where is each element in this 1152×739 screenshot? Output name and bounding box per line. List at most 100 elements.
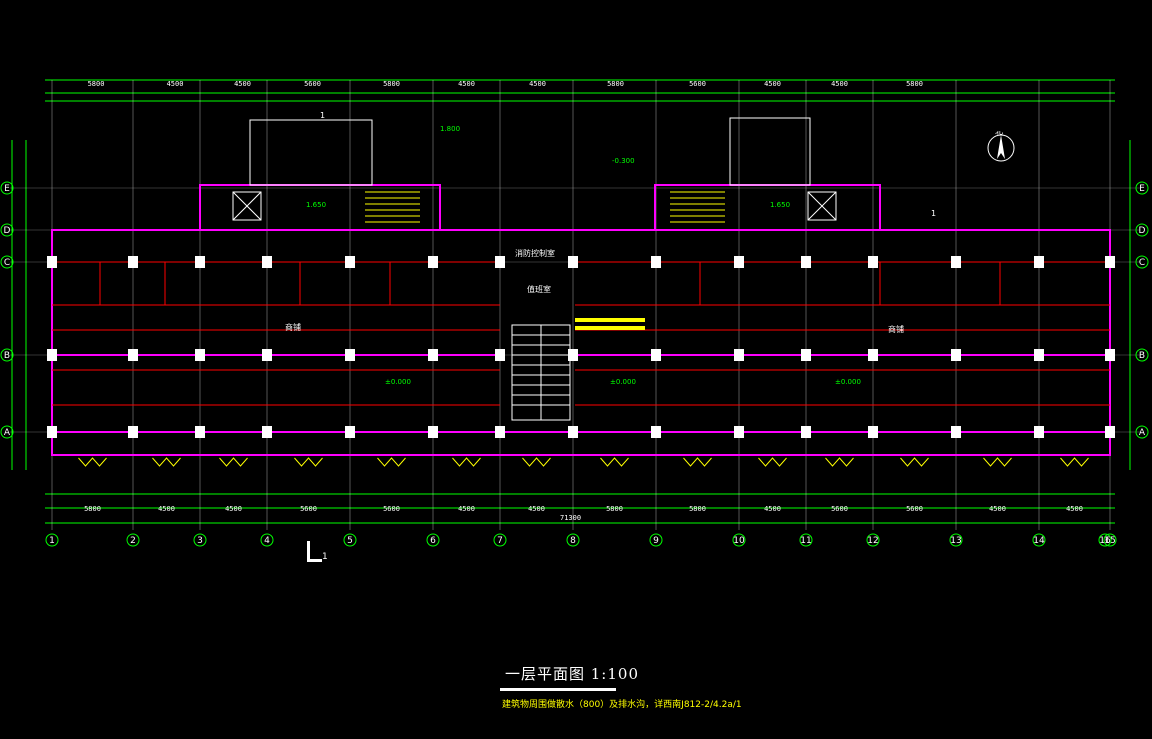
column	[1034, 426, 1044, 438]
bay-dimension: 4500	[1066, 505, 1083, 513]
window	[683, 457, 712, 467]
axis-bubble-label: 3	[197, 536, 203, 546]
axis-bubble-label: 16	[1099, 536, 1111, 546]
axis-bubble	[1103, 533, 1117, 547]
axis-bubble-label: 4	[264, 536, 270, 546]
bay-dimension: 4500	[528, 505, 545, 513]
north-label: 北	[995, 131, 1003, 136]
side-dimension-lines	[11, 140, 1131, 470]
column	[801, 426, 811, 438]
column	[651, 349, 661, 361]
axis-bubble-label: 7	[497, 536, 503, 546]
column	[47, 426, 57, 438]
column	[568, 349, 578, 361]
column	[345, 426, 355, 438]
floor-elevation-center: ±0.000	[610, 378, 636, 386]
window	[983, 457, 1012, 467]
floor-elevation-right: ±0.000	[835, 378, 861, 386]
axis-bubble	[126, 533, 140, 547]
column	[128, 349, 138, 361]
axis-bubble	[1098, 533, 1112, 547]
axis-bubble-label: B	[4, 351, 10, 361]
bay-dimension: 5800	[84, 505, 101, 513]
axis-bubble-label: 6	[430, 536, 436, 546]
axis-bubble	[1135, 181, 1149, 195]
column	[195, 349, 205, 361]
window	[825, 457, 854, 467]
axis-bubble	[0, 348, 14, 362]
bay-dimension: 4500	[831, 80, 848, 88]
bay-dimension: 5800	[906, 80, 923, 88]
axis-bubble	[0, 255, 14, 269]
bay-dimension: 5600	[831, 505, 848, 513]
axis-bubble	[0, 181, 14, 195]
axis-bubble-label: 9	[653, 536, 659, 546]
bottom-dimension-lines	[45, 493, 1115, 524]
column	[128, 256, 138, 268]
axis-bubble-label: 13	[950, 536, 961, 546]
column	[651, 426, 661, 438]
bay-dimension: 5800	[383, 80, 400, 88]
axis-bubble-label: E	[1139, 184, 1145, 194]
left-stair	[365, 191, 420, 223]
axis-bubble	[493, 533, 507, 547]
axis-bubble	[343, 533, 357, 547]
bay-dimension: 5800	[607, 80, 624, 88]
window	[377, 457, 406, 467]
bay-dimension: 4500	[989, 505, 1006, 513]
column	[734, 349, 744, 361]
north-arrow-icon: 北	[987, 131, 1015, 162]
column	[1105, 256, 1115, 268]
axis-bubble	[1135, 255, 1149, 269]
bay-dimension: 4500	[458, 505, 475, 513]
column	[651, 256, 661, 268]
axis-bubble-label: 12	[867, 536, 878, 546]
column	[262, 256, 272, 268]
column	[1105, 349, 1115, 361]
room-label-shop-left: 商铺	[285, 322, 301, 332]
bay-dimension: 5600	[300, 505, 317, 513]
bay-dimension: 5800	[689, 505, 706, 513]
room-label-fire-control: 消防控制室	[515, 248, 555, 258]
axis-bubble	[732, 533, 746, 547]
axis-bubble	[1135, 223, 1149, 237]
room-label-shop-right: 商铺	[888, 324, 904, 334]
axis-bubble-label: 11	[800, 536, 811, 546]
stair-elevation-right: 1.650	[770, 201, 790, 209]
axis-bubble	[949, 533, 963, 547]
bay-dimension: 4500	[167, 80, 184, 88]
column	[47, 349, 57, 361]
bay-dimension: 4500	[234, 80, 251, 88]
axis-bubble	[799, 533, 813, 547]
window	[294, 457, 323, 467]
axis-bubble	[0, 425, 14, 439]
axis-bubble	[0, 223, 14, 237]
axis-bubble	[866, 533, 880, 547]
yellow-ramp	[575, 318, 645, 330]
axis-bubble-label: A	[1139, 428, 1146, 438]
top-dimension-lines	[45, 79, 1115, 102]
axis-bubble	[566, 533, 580, 547]
column	[195, 426, 205, 438]
floor-elevation-left: ±0.000	[385, 378, 411, 386]
column	[734, 256, 744, 268]
window	[219, 457, 248, 467]
column	[1034, 349, 1044, 361]
stair-elevation-left: 1.650	[306, 201, 326, 209]
column	[495, 426, 505, 438]
axis-bubble-label: C	[1139, 258, 1145, 268]
axis-bubble-label: C	[4, 258, 10, 268]
axis-bubble	[45, 533, 59, 547]
column	[345, 256, 355, 268]
window	[1060, 457, 1089, 467]
column	[801, 256, 811, 268]
column	[801, 349, 811, 361]
column	[262, 426, 272, 438]
axis-bubble-label: A	[4, 428, 11, 438]
axis-bubble	[1135, 348, 1149, 362]
window	[758, 457, 787, 467]
section-mark-left	[307, 541, 322, 562]
